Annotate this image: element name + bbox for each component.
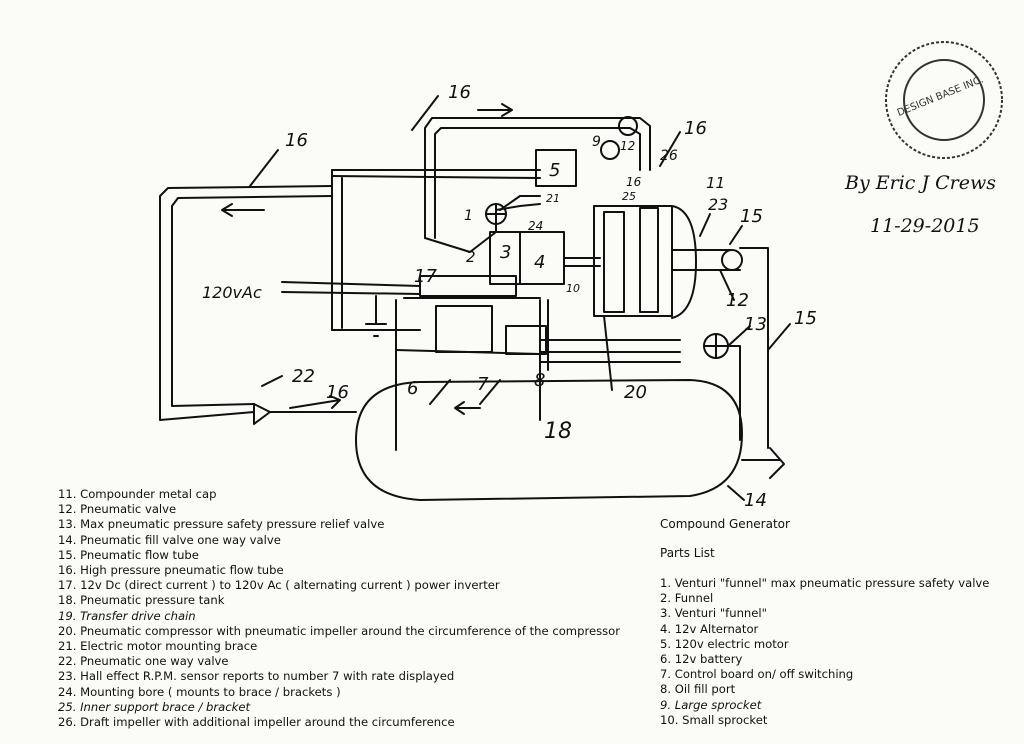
part-11: 11. Compounder metal cap xyxy=(58,487,217,501)
document-title: Compound Generator xyxy=(660,517,790,531)
one-way-valve xyxy=(253,403,271,425)
part-2: 2. Funnel xyxy=(660,591,714,606)
part-8: 8. Oil fill port xyxy=(660,682,736,697)
part-19: 19. Transfer drive chain xyxy=(58,608,196,623)
callout-14: 14 xyxy=(744,490,767,511)
flow-tube-16-left xyxy=(159,185,333,421)
callout-9: 9 xyxy=(592,134,601,150)
callout-11: 11 xyxy=(706,174,725,192)
part-10: 10. Small sprocket xyxy=(660,712,768,727)
part-5: 5. 120v electric motor xyxy=(660,636,789,651)
supply-label: 120vAc xyxy=(202,283,262,302)
part-3: 3. Venturi "funnel" xyxy=(660,606,767,621)
part-6: 6. 12v battery xyxy=(660,652,743,667)
electric-motor-box xyxy=(535,149,577,187)
callout-23: 23 xyxy=(708,195,728,214)
callout-16-bottom: 16 xyxy=(326,382,349,403)
part-12: 12. Pneumatic valve xyxy=(58,502,177,517)
design-base-stamp: DESIGN BASE INC. xyxy=(885,41,1003,159)
callout-12-right: 12 xyxy=(726,290,749,311)
callout-18: 18 xyxy=(544,419,572,444)
part-1: 1. Venturi "funnel" max pneumatic pressu… xyxy=(660,576,990,590)
battery-box xyxy=(435,305,493,353)
callout-22: 22 xyxy=(292,366,315,387)
part-7: 7. Control board on/ off switching xyxy=(660,667,854,682)
funnel-shape xyxy=(424,203,541,253)
callout-4: 4 xyxy=(534,252,545,273)
callout-10: 10 xyxy=(566,282,580,295)
part-18: 18. Pneumatic pressure tank xyxy=(58,593,225,608)
callout-16-mid: 16 xyxy=(626,175,642,189)
part-16: 16. High pressure pneumatic flow tube xyxy=(58,563,284,578)
callout-8: 8 xyxy=(534,370,545,391)
part-25: 25. Inner support brace / bracket xyxy=(58,699,251,714)
part-22: 22. Pneumatic one way valve xyxy=(58,654,229,669)
part-9: 9. Large sprocket xyxy=(660,697,762,712)
callout-2: 2 xyxy=(466,248,476,266)
callout-17: 17 xyxy=(414,266,437,287)
part-24: 24. Mounting bore ( mounts to brace / br… xyxy=(58,684,341,699)
flow-tube-16-top xyxy=(424,117,651,239)
callout-26: 26 xyxy=(660,148,678,164)
callout-12-top: 12 xyxy=(620,139,635,153)
callout-1: 1 xyxy=(464,208,473,224)
compressor-housing xyxy=(593,205,673,317)
author-signature: By Eric J Crews xyxy=(845,172,996,194)
callout-5: 5 xyxy=(549,160,560,181)
part-23: 23. Hall effect R.P.M. sensor reports to… xyxy=(58,669,455,684)
callout-7: 7 xyxy=(477,374,489,395)
callout-3: 3 xyxy=(500,242,511,263)
part-20: 20. Pneumatic compressor with pneumatic … xyxy=(58,623,621,638)
callout-20: 20 xyxy=(624,382,647,403)
pressure-tank xyxy=(355,379,743,501)
part-26: 26. Draft impeller with additional impel… xyxy=(58,715,455,730)
callout-16-left: 16 xyxy=(285,130,308,151)
parts-list-left: 11. Compounder metal cap 12. Pneumatic v… xyxy=(58,487,620,730)
part-13: 13. Max pneumatic pressure safety pressu… xyxy=(58,517,385,532)
parts-list-right: 1. Venturi "funnel" max pneumatic pressu… xyxy=(660,576,989,728)
callout-16-top: 16 xyxy=(448,82,471,103)
callout-15-right: 15 xyxy=(794,308,817,329)
pneumatic-valve-right xyxy=(721,249,743,271)
part-4: 4. 12v Alternator xyxy=(660,621,759,636)
part-17: 17. 12v Dc (direct current ) to 120v Ac … xyxy=(58,578,500,593)
drawing-date: 11-29-2015 xyxy=(870,215,980,237)
callout-15-top: 15 xyxy=(740,206,763,227)
callout-6: 6 xyxy=(407,378,418,399)
part-15: 15. Pneumatic flow tube xyxy=(58,547,199,562)
flow-tube-16-top-inner xyxy=(434,127,641,239)
part-14: 14. Pneumatic fill valve one way valve xyxy=(58,532,281,547)
parts-list-heading: Parts List xyxy=(660,546,715,560)
part-21: 21. Electric motor mounting brace xyxy=(58,639,258,654)
pneumatic-valve-top xyxy=(618,116,638,136)
callout-25: 25 xyxy=(622,190,636,203)
flow-tube-16-left-inner xyxy=(171,195,333,407)
callout-16-right: 16 xyxy=(684,118,707,139)
callout-21: 21 xyxy=(546,192,560,205)
callout-24: 24 xyxy=(528,219,543,233)
callout-13: 13 xyxy=(744,314,767,335)
